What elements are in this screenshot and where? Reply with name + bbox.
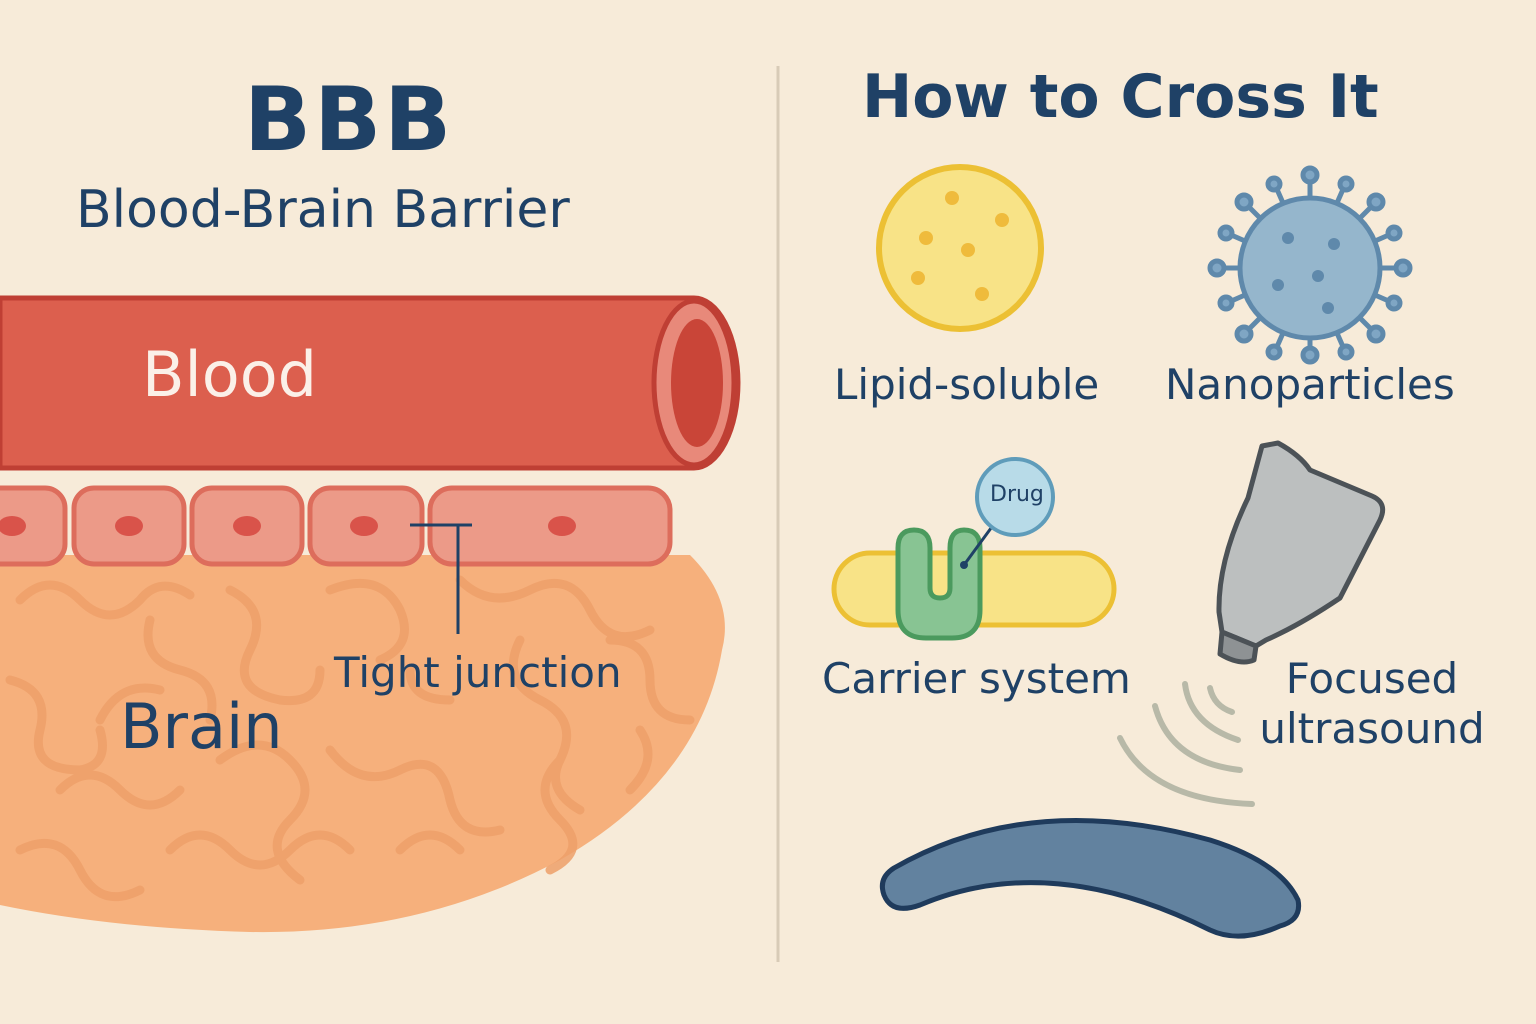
target-tissue-shape bbox=[879, 818, 1302, 939]
method-label-lipid: Lipid-soluble bbox=[834, 360, 1100, 409]
brain-label: Brain bbox=[120, 690, 283, 763]
page-title: BBB bbox=[244, 68, 455, 171]
blood-label: Blood bbox=[142, 338, 317, 411]
endothelial-cell-layer bbox=[0, 485, 673, 567]
carrier-protein-icon bbox=[831, 457, 1117, 641]
blood-vessel bbox=[0, 295, 741, 471]
endothelial-cell bbox=[0, 485, 68, 567]
ultrasound-waves bbox=[1117, 681, 1255, 807]
ultrasound-probe-icon bbox=[1216, 440, 1386, 665]
lipid-particle-icon bbox=[876, 164, 1044, 332]
drug-molecule bbox=[975, 457, 1055, 537]
page-subtitle: Blood-Brain Barrier bbox=[76, 180, 570, 240]
nanoparticle-icon bbox=[1207, 165, 1413, 365]
brain-tissue bbox=[0, 555, 725, 933]
drug-label: Drug bbox=[990, 482, 1044, 507]
method-label-nanoparticles: Nanoparticles bbox=[1165, 360, 1455, 409]
method-label-ultrasound: Focused ultrasound bbox=[1259, 654, 1485, 753]
method-label-carrier: Carrier system bbox=[822, 654, 1131, 703]
tight-junction-label: Tight junction bbox=[334, 648, 622, 697]
section-title: How to Cross It bbox=[862, 62, 1379, 132]
tight-junction-pointer bbox=[410, 523, 472, 634]
